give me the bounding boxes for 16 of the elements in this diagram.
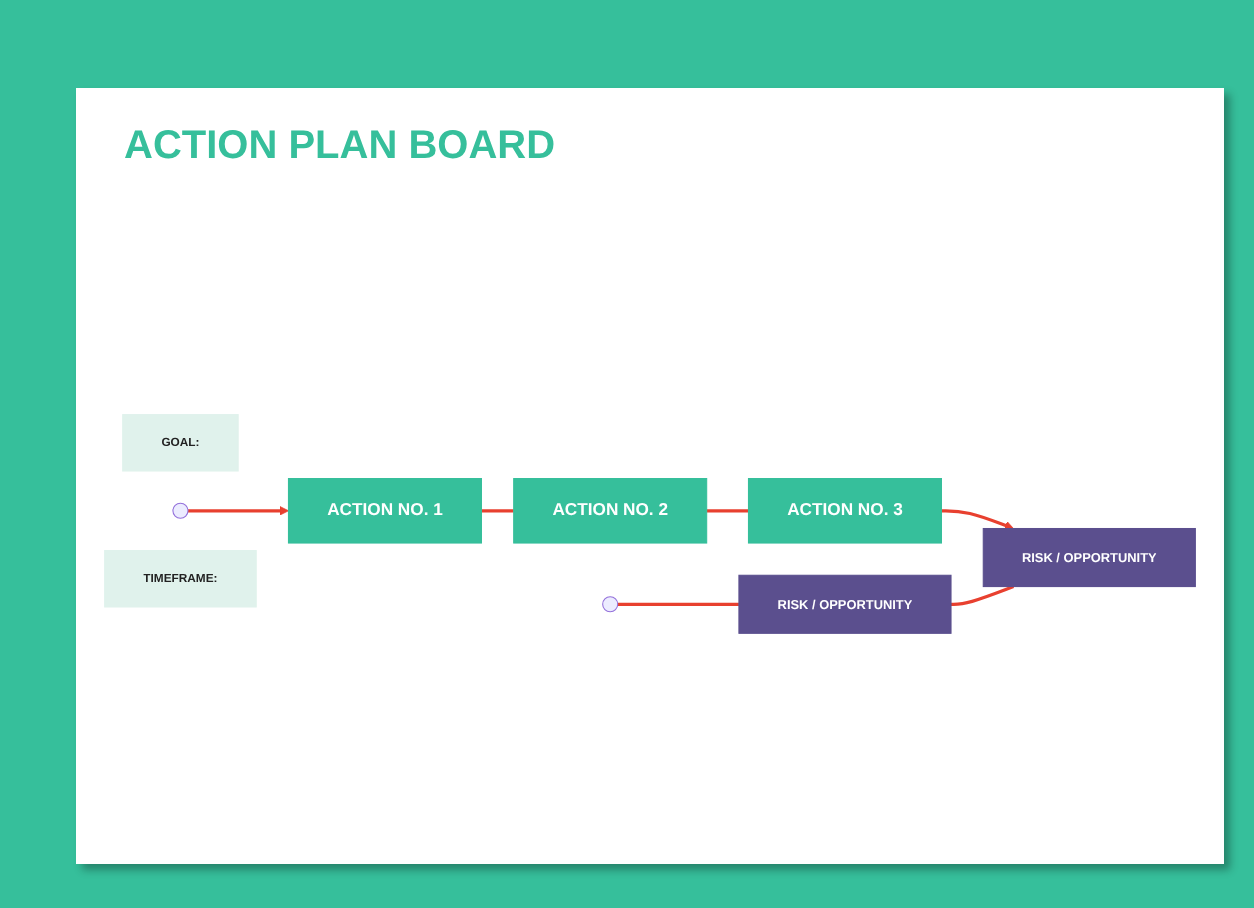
connector: [617, 602, 739, 606]
connector: [951, 585, 1015, 606]
arrow: [941, 509, 1014, 530]
node-box: [287, 478, 482, 544]
node-box: [513, 478, 708, 544]
node-circle: [602, 596, 619, 613]
node-box: [747, 478, 942, 544]
node-box: [104, 550, 257, 608]
node-circle: [172, 502, 189, 519]
title: ACTION PLAN BOARD: [124, 124, 556, 170]
node-box: [738, 574, 952, 634]
node-box: [982, 528, 1196, 588]
connector: [481, 509, 514, 513]
node-box: [122, 414, 239, 472]
connector: [706, 509, 749, 513]
arrow: [187, 506, 289, 516]
